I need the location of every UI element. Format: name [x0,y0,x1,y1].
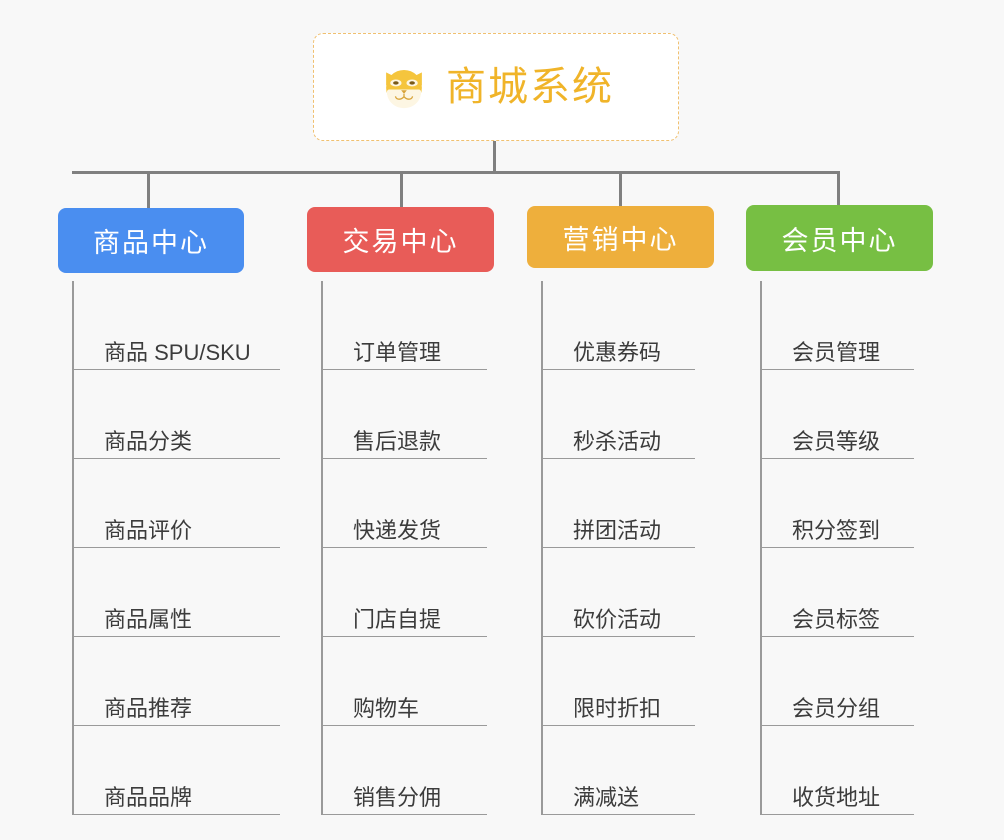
leaf-label: 商品分类 [104,428,193,454]
root-title: 商城系统 [446,65,614,109]
leaf-label: 秒杀活动 [573,428,662,454]
leaf-column-trade: 订单管理 售后退款 快递发货 门店自提 购物车 销售分佣 [321,281,487,815]
list-item[interactable]: 满减送 [541,726,695,815]
leaf-label: 收货地址 [792,784,881,810]
leaf-label: 销售分佣 [353,784,442,810]
connector-drop-2 [400,171,403,208]
list-item[interactable]: 砍价活动 [541,548,695,637]
leaf-column-member: 会员管理 会员等级 积分签到 会员标签 会员分组 收货地址 [760,281,914,815]
list-item[interactable]: 购物车 [321,637,487,726]
list-item[interactable]: 订单管理 [321,281,487,370]
list-item[interactable]: 售后退款 [321,370,487,459]
list-item[interactable]: 秒杀活动 [541,370,695,459]
list-item[interactable]: 积分签到 [760,459,914,548]
list-item[interactable]: 收货地址 [760,726,914,815]
list-item[interactable]: 商品属性 [72,548,280,637]
category-box-marketing[interactable]: 营销中心 [527,206,714,268]
list-item[interactable]: 商品品牌 [72,726,280,815]
root-node[interactable]: 商城系统 [313,33,679,141]
list-item[interactable]: 会员管理 [760,281,914,370]
leaf-label: 商品属性 [104,606,193,632]
list-item[interactable]: 销售分佣 [321,726,487,815]
leaf-label: 积分签到 [792,517,881,543]
leaf-column-marketing: 优惠券码 秒杀活动 拼团活动 砍价活动 限时折扣 满减送 [541,281,695,815]
category-title-member: 会员中心 [781,225,898,256]
category-title-marketing: 营销中心 [562,224,679,255]
leaf-label: 会员标签 [792,606,881,632]
list-item[interactable]: 会员标签 [760,548,914,637]
list-item[interactable]: 限时折扣 [541,637,695,726]
list-item[interactable]: 拼团活动 [541,459,695,548]
category-title-product: 商品中心 [93,228,209,258]
leaf-label: 限时折扣 [573,695,662,721]
category-title-trade: 交易中心 [342,227,459,257]
connector-crossbar [72,171,839,174]
list-item[interactable]: 优惠券码 [541,281,695,370]
connector-drop-4 [837,171,840,206]
connector-trunk [493,141,496,174]
leaf-column-product: 商品 SPU/SKU 商品分类 商品评价 商品属性 商品推荐 商品品牌 [72,281,280,815]
leaf-label: 订单管理 [353,339,442,365]
leaf-label: 商品品牌 [104,784,193,810]
leaf-label: 满减送 [573,784,640,810]
leaf-label: 会员管理 [792,339,881,365]
leaf-label: 快递发货 [353,517,442,543]
connector-drop-1 [147,171,150,209]
category-box-trade[interactable]: 交易中心 [307,207,494,272]
list-item[interactable]: 快递发货 [321,459,487,548]
list-item[interactable]: 门店自提 [321,548,487,637]
leaf-label: 会员分组 [792,695,881,721]
list-item[interactable]: 商品分类 [72,370,280,459]
leaf-label: 商品 SPU/SKU [104,339,251,365]
shiba-dog-icon [386,69,422,109]
connector-drop-3 [619,171,622,207]
leaf-label: 拼团活动 [573,517,662,543]
leaf-label: 商品推荐 [104,695,193,721]
leaf-label: 砍价活动 [573,606,662,632]
leaf-label: 购物车 [353,695,420,721]
list-item[interactable]: 会员等级 [760,370,914,459]
list-item[interactable]: 商品推荐 [72,637,280,726]
category-box-member[interactable]: 会员中心 [746,205,933,271]
list-item[interactable]: 商品 SPU/SKU [72,281,280,370]
list-item[interactable]: 商品评价 [72,459,280,548]
leaf-label: 会员等级 [792,428,881,454]
category-box-product[interactable]: 商品中心 [58,208,244,273]
leaf-label: 商品评价 [104,517,193,543]
leaf-label: 售后退款 [353,428,442,454]
leaf-label: 门店自提 [353,606,442,632]
list-item[interactable]: 会员分组 [760,637,914,726]
leaf-label: 优惠券码 [573,339,662,365]
